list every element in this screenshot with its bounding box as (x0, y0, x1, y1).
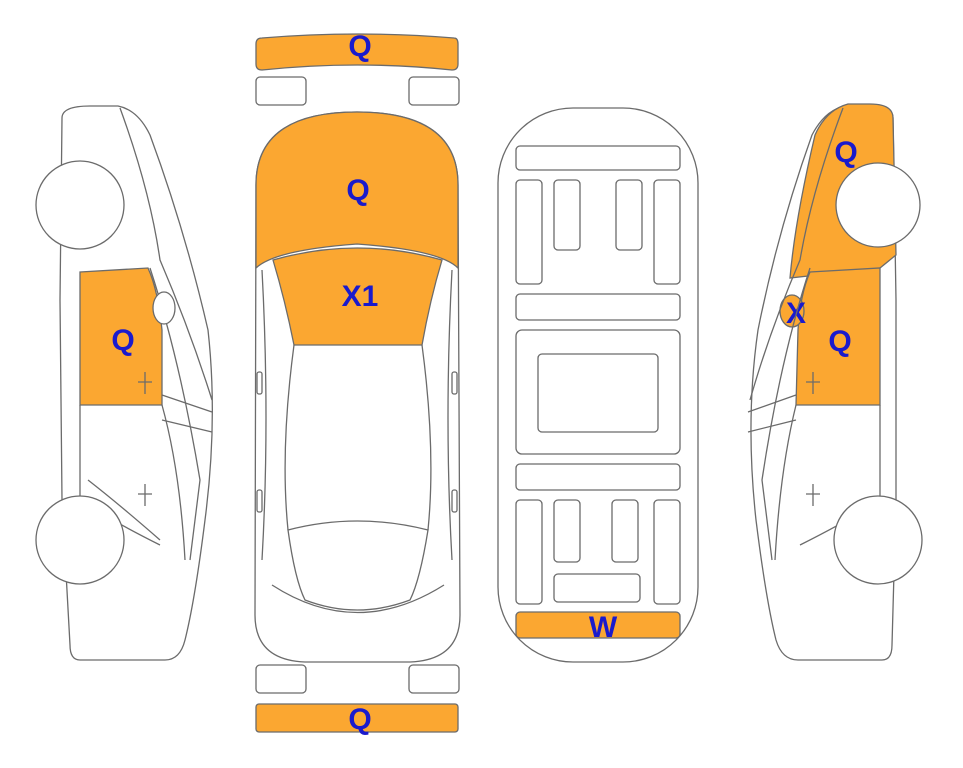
top-left-rear-handle (256, 489, 263, 513)
right-side-view: Q Q X (747, 103, 923, 661)
right-pillar-line (761, 267, 811, 561)
under-rear-damage-panel (515, 611, 681, 639)
under-mid-front-bar (515, 293, 681, 321)
right-rear-handle (806, 484, 820, 506)
hood-damage-code: Q (346, 174, 369, 207)
under-front-right-rail (653, 179, 681, 285)
right-window-line (747, 394, 797, 433)
under-center-box (537, 353, 659, 433)
windshield-damage-code: X1 (342, 280, 379, 313)
left-side-view: Q (35, 105, 213, 661)
rear-bumper-damage-panel (255, 703, 459, 733)
top-left-front-mirror (256, 371, 263, 395)
front-bumper-damage-code: Q (348, 30, 371, 63)
top-rear-glass (287, 520, 429, 611)
windshield-damage-panel (272, 247, 443, 346)
under-rear-right-box (611, 499, 639, 563)
rear-left-light (255, 664, 307, 694)
under-rear-crossmember (553, 573, 641, 603)
right-rear-wheel (835, 162, 921, 248)
top-trunk-line (271, 584, 445, 614)
right-front-handle (806, 372, 820, 394)
left-front-wheel (35, 160, 125, 250)
under-front-right-box (615, 179, 643, 251)
under-rear-left-rail (515, 499, 543, 605)
rear-bumper-damage-code: Q (348, 703, 371, 736)
left-rear-wheel (35, 495, 125, 585)
right-rear-quarter-damage-code: Q (834, 136, 857, 169)
left-belt-line (87, 479, 161, 541)
top-roof-outline (284, 344, 432, 531)
front-right-light (408, 76, 460, 106)
top-right-rear-handle (451, 489, 458, 513)
front-bumper-damage-panel (255, 33, 459, 71)
under-rear-left-box (553, 499, 581, 563)
top-right-front-mirror (451, 371, 458, 395)
under-mid-rear-bar (515, 463, 681, 491)
right-door-damage-code: Q (828, 325, 851, 358)
left-roof-line (119, 107, 213, 401)
top-view: Q Q X1 Q (254, 30, 461, 736)
left-mirror (152, 291, 176, 325)
top-side-windows (261, 269, 453, 561)
hood-damage-panel (255, 111, 459, 270)
rear-right-light (408, 664, 460, 694)
left-pillar-line (149, 267, 201, 561)
undercarriage-view: W (497, 107, 699, 663)
left-door-damage-code: Q (111, 324, 134, 357)
under-rear-damage-code: W (589, 611, 618, 644)
under-front-crossmember (515, 145, 681, 171)
left-front-handle (138, 372, 152, 394)
left-window-line (161, 394, 213, 433)
left-rear-handle (138, 484, 152, 506)
under-front-left-rail (515, 179, 543, 285)
under-rear-right-rail (653, 499, 681, 605)
under-front-left-box (553, 179, 581, 251)
right-roof-line (749, 107, 844, 401)
right-front-wheel (833, 495, 923, 585)
front-left-light (255, 76, 307, 106)
